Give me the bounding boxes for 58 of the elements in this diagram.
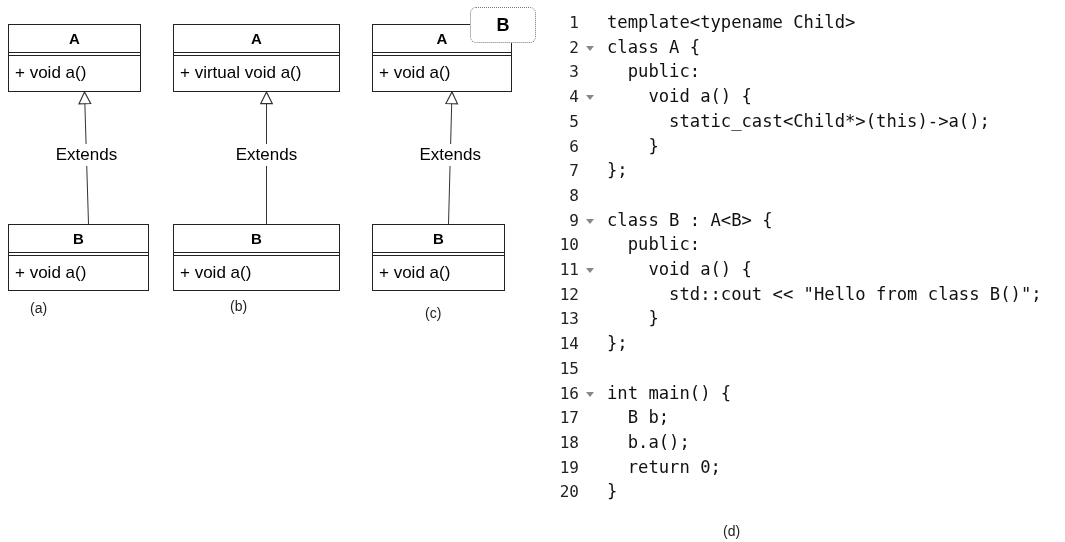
code-line: public: xyxy=(626,61,701,82)
method-text: + void a() xyxy=(14,262,88,284)
line-number: 16 xyxy=(558,383,579,403)
line-number: 11 xyxy=(558,260,579,279)
class-box xyxy=(8,224,149,291)
class-box xyxy=(8,24,141,92)
line-number: 7 xyxy=(568,161,579,181)
code-line: public: xyxy=(626,234,701,255)
line-number: 8 xyxy=(568,185,579,205)
code-line: template<typename Child> xyxy=(607,12,856,32)
line-number: 17 xyxy=(558,408,579,428)
sub-caption: (d) xyxy=(723,523,741,539)
code-line: class A { xyxy=(607,36,701,57)
line-number: 2 xyxy=(568,37,579,57)
class-box xyxy=(173,24,340,92)
code-line: b.a(); xyxy=(626,431,690,452)
method-text: + virtual void a() xyxy=(179,62,303,84)
line-number: 15 xyxy=(558,358,579,378)
code-line: void a() { xyxy=(647,259,752,279)
line-number: 12 xyxy=(558,284,579,304)
class-box xyxy=(173,224,340,291)
line-number: 19 xyxy=(558,457,579,477)
line-number: 5 xyxy=(568,111,579,131)
code-line: class B : A<B> { xyxy=(607,209,773,230)
code-line: static_cast<Child*>(this)->a(); xyxy=(668,110,990,131)
line-number: 1 xyxy=(568,13,579,32)
sub-caption: (c) xyxy=(425,305,442,321)
code-line: }; xyxy=(607,333,628,354)
code-line: } xyxy=(607,481,618,502)
line-number: 10 xyxy=(558,235,579,255)
class-name: B xyxy=(373,225,504,256)
code-line: } xyxy=(647,308,659,329)
line-number: 3 xyxy=(568,62,579,82)
code-line: return 0; xyxy=(626,456,721,477)
code-line: }; xyxy=(607,160,628,181)
code-line: B b; xyxy=(626,407,670,428)
class-name: B xyxy=(174,225,339,256)
code-line: } xyxy=(647,135,659,156)
class-name: B xyxy=(9,225,148,256)
method-text: + void a() xyxy=(378,62,452,84)
line-number: 13 xyxy=(558,309,579,329)
line-number: 14 xyxy=(558,334,579,354)
line-number: 6 xyxy=(568,136,579,156)
class-name: A xyxy=(9,25,140,56)
class-name: A xyxy=(174,25,339,56)
line-number: 9 xyxy=(568,210,579,230)
method-text: + void a() xyxy=(179,262,253,284)
template-parameter-box xyxy=(470,7,536,43)
code-line: std::cout << "Hello from class B()"; xyxy=(668,283,1042,304)
code-line: int main() { xyxy=(607,382,732,403)
edge-label: Extends xyxy=(417,144,483,166)
method-text: + void a() xyxy=(378,262,452,284)
line-number: 4 xyxy=(568,87,579,107)
code-line: void a() { xyxy=(647,86,752,107)
method-text: + void a() xyxy=(14,62,88,84)
line-number: 20 xyxy=(558,482,579,502)
class-box xyxy=(372,224,505,291)
line-number: 18 xyxy=(558,432,579,452)
